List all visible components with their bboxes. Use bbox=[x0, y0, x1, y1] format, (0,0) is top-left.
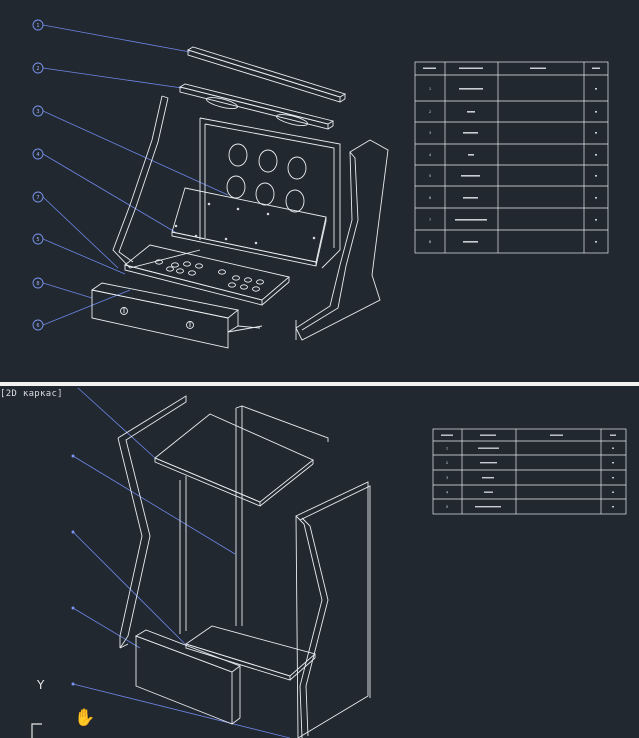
part-front-drawer bbox=[90, 282, 263, 349]
table-bottom-row-num: 4 bbox=[446, 491, 448, 495]
svg-text:6: 6 bbox=[36, 323, 39, 329]
table-top-row-num: 5 bbox=[429, 174, 431, 178]
frame-left-side bbox=[117, 395, 187, 649]
table-qty-markings bbox=[595, 88, 597, 243]
table-top-row-num: 7 bbox=[429, 218, 431, 222]
balloon-markers: 1 2 3 4 7 5 8 6 bbox=[32, 19, 44, 331]
viewport-divider[interactable] bbox=[0, 382, 639, 386]
svg-text:5: 5 bbox=[36, 237, 39, 243]
table-header-marking bbox=[530, 67, 546, 69]
frame-front-drawer bbox=[134, 629, 241, 725]
viewport-top[interactable]: 1 2 3 4 7 5 8 6 bbox=[0, 0, 639, 382]
leader-markers bbox=[71, 454, 75, 686]
svg-text:2: 2 bbox=[36, 66, 39, 72]
ucs-axis-icon: Y bbox=[37, 678, 44, 692]
table-qty-markings bbox=[612, 447, 614, 508]
frame-bottom-shelf bbox=[184, 625, 316, 681]
viewport-label[interactable]: [2D каркас] bbox=[0, 389, 63, 399]
part-right-side bbox=[295, 139, 389, 341]
table-header-marking bbox=[592, 67, 600, 69]
table-bottom-row-num: 2 bbox=[446, 461, 448, 465]
viewport-bottom[interactable]: [2D каркас] bbox=[0, 386, 639, 738]
part-left-side bbox=[112, 95, 201, 269]
carcass-wireframe-drawing: 1 2 3 4 5 bbox=[71, 387, 627, 738]
frame-back-panel bbox=[179, 405, 329, 634]
table-top-row-num: 1 bbox=[429, 87, 431, 91]
table-top-row-num: 8 bbox=[429, 240, 431, 244]
leader-lines bbox=[72, 387, 291, 738]
table-bottom-row-num: 1 bbox=[446, 447, 448, 451]
ucs-axis-y-label: Y bbox=[37, 678, 45, 692]
table-top-row-num: 6 bbox=[429, 196, 431, 200]
svg-text:7: 7 bbox=[36, 195, 39, 201]
part-angled-plate bbox=[171, 187, 327, 267]
svg-text:8: 8 bbox=[36, 281, 39, 287]
svg-text:3: 3 bbox=[36, 109, 39, 115]
svg-text:1: 1 bbox=[36, 23, 39, 29]
table-top-row-num: 4 bbox=[429, 153, 431, 157]
ucs-origin-icon bbox=[31, 723, 42, 738]
table-header-markings bbox=[441, 434, 616, 436]
svg-text:4: 4 bbox=[36, 152, 39, 158]
table-name-markings bbox=[455, 88, 487, 243]
part-marquee bbox=[178, 83, 335, 130]
parts-table-bottom: 1 2 3 4 5 bbox=[432, 428, 627, 515]
table-header-marking bbox=[423, 67, 436, 69]
table-bottom-row-num: 3 bbox=[446, 476, 448, 480]
table-top-row-num: 2 bbox=[429, 110, 431, 114]
frame-right-side bbox=[295, 481, 371, 738]
table-header-marking bbox=[459, 67, 483, 69]
table-name-markings bbox=[475, 447, 501, 508]
exploded-arcade-drawing: 1 2 3 4 7 5 8 6 bbox=[32, 19, 609, 349]
table-top-row-num: 3 bbox=[429, 131, 431, 135]
frame-top-shelf bbox=[154, 413, 314, 507]
part-back-panel bbox=[199, 117, 341, 269]
leader-lines bbox=[42, 24, 229, 326]
table-bottom-row-num: 5 bbox=[446, 505, 448, 509]
hand-pan-icon[interactable]: ✋ bbox=[74, 708, 96, 728]
part-top-lid bbox=[186, 46, 347, 103]
parts-table-top: 1 2 3 4 5 6 7 8 bbox=[414, 61, 609, 254]
part-control-deck bbox=[124, 244, 290, 306]
